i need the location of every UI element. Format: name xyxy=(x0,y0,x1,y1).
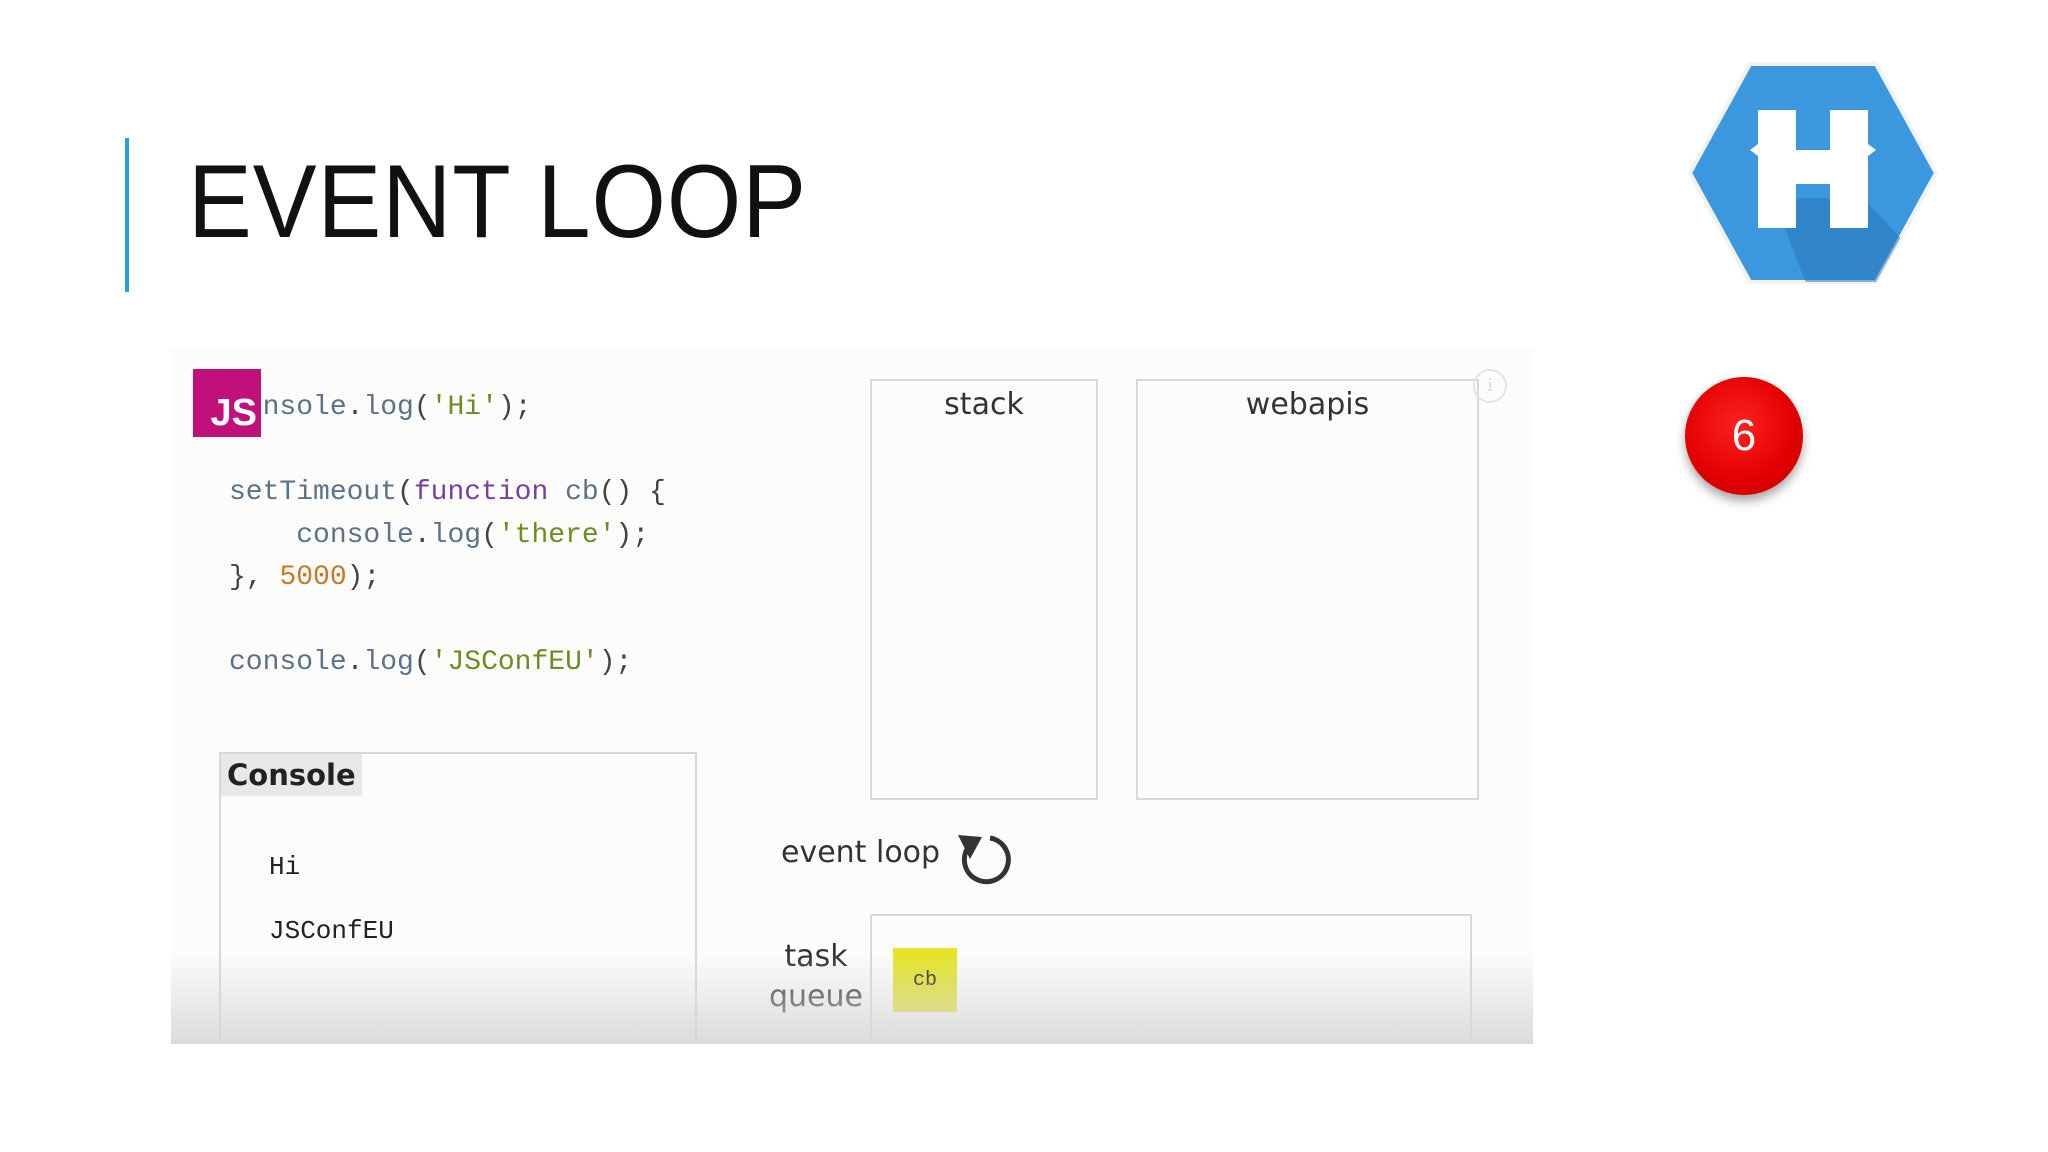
queued-callback: cb xyxy=(893,948,957,1012)
info-icon[interactable]: i xyxy=(1473,369,1507,403)
console-title: Console xyxy=(221,754,362,796)
task-queue-panel xyxy=(870,914,1472,1044)
event-loop-demo: JS console.log('Hi'); setTimeout(functio… xyxy=(171,349,1533,1044)
step-number-badge: 6 xyxy=(1685,377,1803,495)
js-logo-icon: JS xyxy=(193,369,261,437)
slide-title: EVENT LOOP xyxy=(188,144,807,260)
console-panel: Console Hi JSConfEU xyxy=(219,752,697,1044)
hexagon-h-logo-icon xyxy=(1688,62,1938,284)
code-line: console.log('there'); xyxy=(229,519,650,551)
task-queue-label: task queue xyxy=(769,939,863,1014)
event-loop-arrow-icon xyxy=(958,835,1011,885)
call-stack-panel: stack xyxy=(870,379,1098,800)
code-line: console.log('Hi'); xyxy=(229,392,532,423)
console-line: Hi xyxy=(269,852,301,882)
code-line: console.log('JSConfEU'); xyxy=(229,647,633,678)
title-accent-bar xyxy=(125,138,129,292)
webapis-label: webapis xyxy=(1245,387,1370,422)
code-line: }, 5000); xyxy=(229,562,381,593)
stack-label: stack xyxy=(944,387,1024,422)
code-line: setTimeout(function cb() { xyxy=(229,477,666,508)
code-editor: console.log('Hi'); setTimeout(function c… xyxy=(229,387,666,685)
event-loop-label: event loop xyxy=(781,835,941,870)
webapis-panel: webapis xyxy=(1136,379,1479,800)
console-line: JSConfEU xyxy=(269,916,394,946)
